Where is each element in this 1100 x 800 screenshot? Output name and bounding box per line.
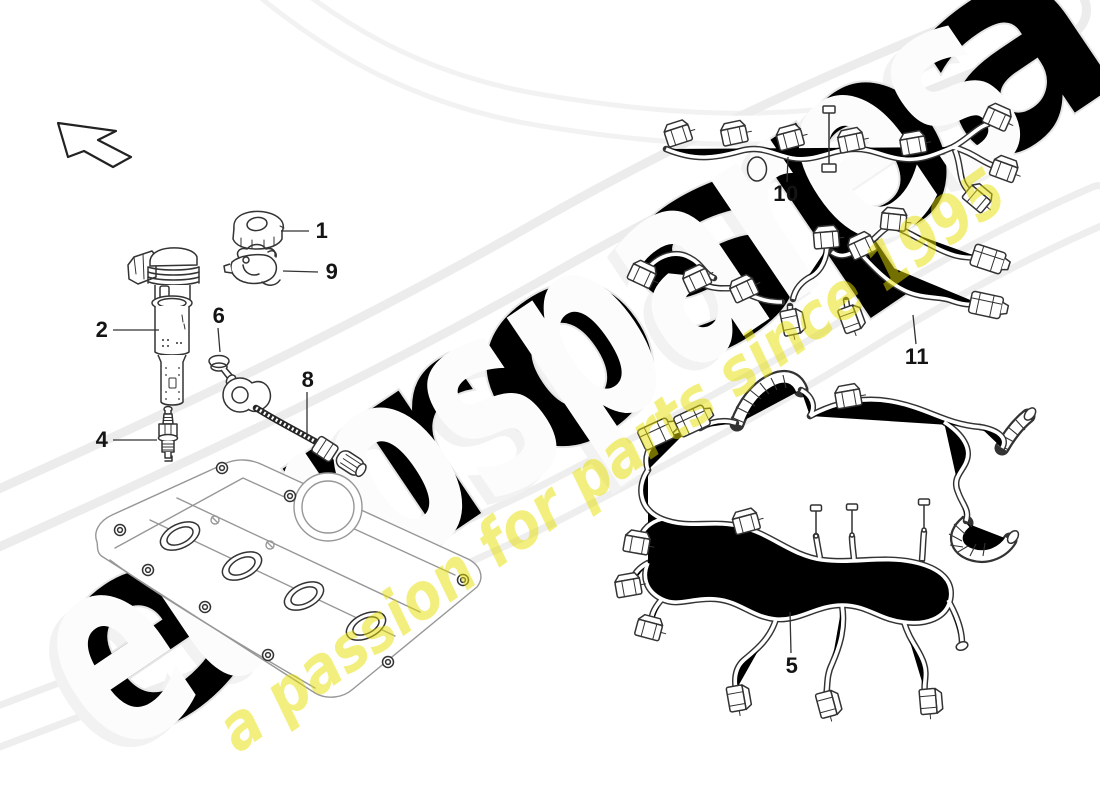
- part-label-1[interactable]: 1: [315, 218, 329, 243]
- connector: [725, 683, 754, 718]
- bolt-boss: [215, 461, 229, 475]
- coil-dot-pattern: [162, 339, 182, 347]
- part-label-11[interactable]: 11: [904, 344, 930, 369]
- part-label-10[interactable]: 10: [773, 181, 799, 206]
- part-9-clip-drawing: [223, 243, 281, 286]
- harness-10-details: [661, 100, 1026, 218]
- part-label-4[interactable]: 4: [95, 427, 109, 452]
- connector: [814, 688, 845, 725]
- cylinder-head-cover-drawing: [95, 459, 482, 698]
- part-label-5[interactable]: 5: [785, 653, 799, 678]
- part-label-6[interactable]: 6: [212, 303, 226, 328]
- bolt-boss: [283, 489, 297, 503]
- bolt-boss: [113, 523, 127, 537]
- part-label-8[interactable]: 8: [301, 367, 315, 392]
- bolt-boss: [141, 563, 155, 577]
- part-8-knock-sensor-drawing: [222, 377, 367, 478]
- harness-5-details: [613, 381, 1037, 725]
- part-label-9[interactable]: 9: [325, 259, 339, 284]
- direction-arrow-icon: [56, 121, 133, 169]
- part-label-2[interactable]: 2: [95, 317, 109, 342]
- coil-lower-dots: [165, 367, 180, 400]
- sensor-connector-tip: [335, 450, 367, 478]
- harness-pin: [845, 503, 859, 538]
- connector-large: [967, 290, 1011, 322]
- connector: [918, 687, 945, 721]
- harness-pin: [917, 498, 931, 533]
- sensor-connector-body: [311, 435, 339, 463]
- harness-pin: [809, 504, 823, 539]
- part-2-ignition-coil-drawing: [127, 247, 200, 406]
- connector: [633, 612, 670, 644]
- part-1-cap-drawing: [232, 210, 285, 250]
- bolt-boss: [198, 600, 212, 614]
- part-4-spark-plug-drawing: [157, 405, 179, 462]
- leader-lines: [113, 156, 917, 654]
